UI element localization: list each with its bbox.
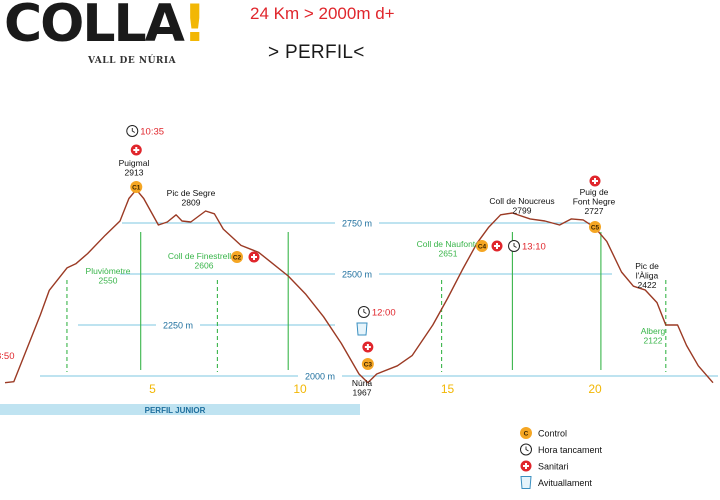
x-tick-label: 20: [588, 382, 602, 396]
waypoint-name: Pluviòmetre: [86, 266, 131, 276]
vertical-markers: [66, 232, 667, 372]
logo-word: COLLA: [4, 0, 185, 54]
waypoint-name: Coll de Noucreus: [489, 196, 554, 206]
waypoint-name: Coll de Finestrelles: [168, 251, 240, 261]
clock-icon-hands: [525, 446, 529, 452]
waypoint-name: Puig de: [580, 187, 609, 197]
closing-time: 10:35: [140, 127, 164, 138]
race-distance: 24 Km > 2000m d+: [250, 4, 395, 23]
cross-icon-bar: [525, 463, 527, 469]
control-label: C4: [478, 244, 487, 251]
closing-time: 13:10: [522, 242, 546, 253]
waypoint-name: Núria: [352, 378, 373, 388]
control-icon: [130, 181, 143, 193]
cross-icon-bar: [594, 178, 596, 184]
control-label: C: [524, 431, 529, 438]
control-icon: [520, 427, 532, 439]
junior-profile-bar: PERFIL JUNIOR: [0, 404, 360, 415]
control-label: C2: [233, 255, 242, 262]
reference-label-bg: [156, 319, 200, 331]
junior-label: PERFIL JUNIOR: [145, 406, 206, 415]
waypoint-altitude: 2799: [513, 206, 532, 216]
waypoint-altitude: 2550: [99, 276, 118, 286]
reference-label-bg: [335, 268, 379, 280]
waypoint-altitude: 2651: [439, 249, 458, 259]
x-tick-label: 10: [293, 382, 307, 396]
cup-icon: [356, 322, 368, 336]
cup-icon: [520, 476, 532, 489]
control-icon: [476, 240, 488, 252]
cross-icon-bar: [253, 254, 255, 260]
reference-label: 2750 m: [342, 219, 372, 229]
reference-label-bg: [298, 370, 342, 382]
section-title: > PERFIL<: [268, 42, 365, 63]
waypoint-altitude: 2606: [195, 261, 214, 271]
control-icon: [231, 251, 243, 263]
legend-label: Sanitari: [538, 462, 569, 472]
clock-icon-hands: [513, 243, 517, 248]
x-tick-label: 15: [441, 382, 455, 396]
waypoint-altitude: 1967: [353, 388, 372, 398]
legend-label: Avituallament: [538, 478, 592, 488]
waypoint-name: Coll de Naufonts: [417, 239, 480, 249]
waypoint-name: Pic de Segre: [167, 188, 216, 198]
control-label: C3: [364, 362, 373, 369]
logo: COLLA! VALL DE NÚRIA: [0, 0, 207, 75]
logo-subtitle: VALL DE NÚRIA: [88, 56, 177, 66]
cross-icon-bar: [366, 344, 369, 350]
waypoint-name: Alberg: [641, 326, 666, 336]
junior-bar: [0, 404, 360, 415]
waypoint-altitude: 2122: [644, 336, 663, 346]
legend-label: Hora tancament: [538, 445, 603, 455]
reference-label-bg: [335, 217, 379, 229]
reference-label: 2000 m: [305, 372, 335, 382]
waypoint-name: Pic de: [635, 261, 659, 271]
control-icon: [589, 221, 601, 233]
waypoint-altitude: 2727: [585, 206, 604, 216]
waypoint-altitude: 2913: [125, 168, 144, 178]
cross-icon-bar: [135, 147, 138, 153]
reference-lines: 2750 m 2500 m 2250 m 2000 m: [40, 217, 718, 382]
profile-layer: [4, 188, 714, 384]
legend-item: Sanitari: [520, 460, 569, 472]
waypoint-name: Font Negre: [573, 197, 616, 207]
legend-item: C Control: [520, 427, 567, 439]
cross-icon-bar: [496, 243, 498, 249]
logo-exclaim: !: [182, 0, 207, 54]
control-label: C5: [591, 225, 600, 232]
clock-icon-hands: [131, 128, 136, 133]
waypoint-altitude: 2809: [182, 198, 201, 208]
closing-time: 12:00: [372, 308, 396, 319]
waypoint-altitude: 2422: [638, 280, 657, 290]
clock-icon-hands: [363, 309, 367, 314]
legend-label: Control: [538, 429, 567, 439]
control-label: C1: [132, 185, 141, 192]
elevation-line: [4, 188, 714, 384]
reference-label: 2500 m: [342, 270, 372, 280]
logo-wordmark: COLLA!: [4, 0, 207, 54]
control-icon: [361, 358, 374, 370]
legend-item: Hora tancament: [520, 443, 603, 456]
waypoint-name: Puigmal: [119, 158, 150, 168]
reference-label: 2250 m: [163, 321, 193, 331]
waypoint-name: l'Àliga: [636, 271, 659, 281]
start-time: 8:50: [0, 351, 15, 362]
x-tick-label: 5: [149, 382, 156, 396]
x-axis-ticks: 5 10 15 20: [149, 382, 602, 396]
legend-item: Avituallament: [520, 476, 592, 489]
